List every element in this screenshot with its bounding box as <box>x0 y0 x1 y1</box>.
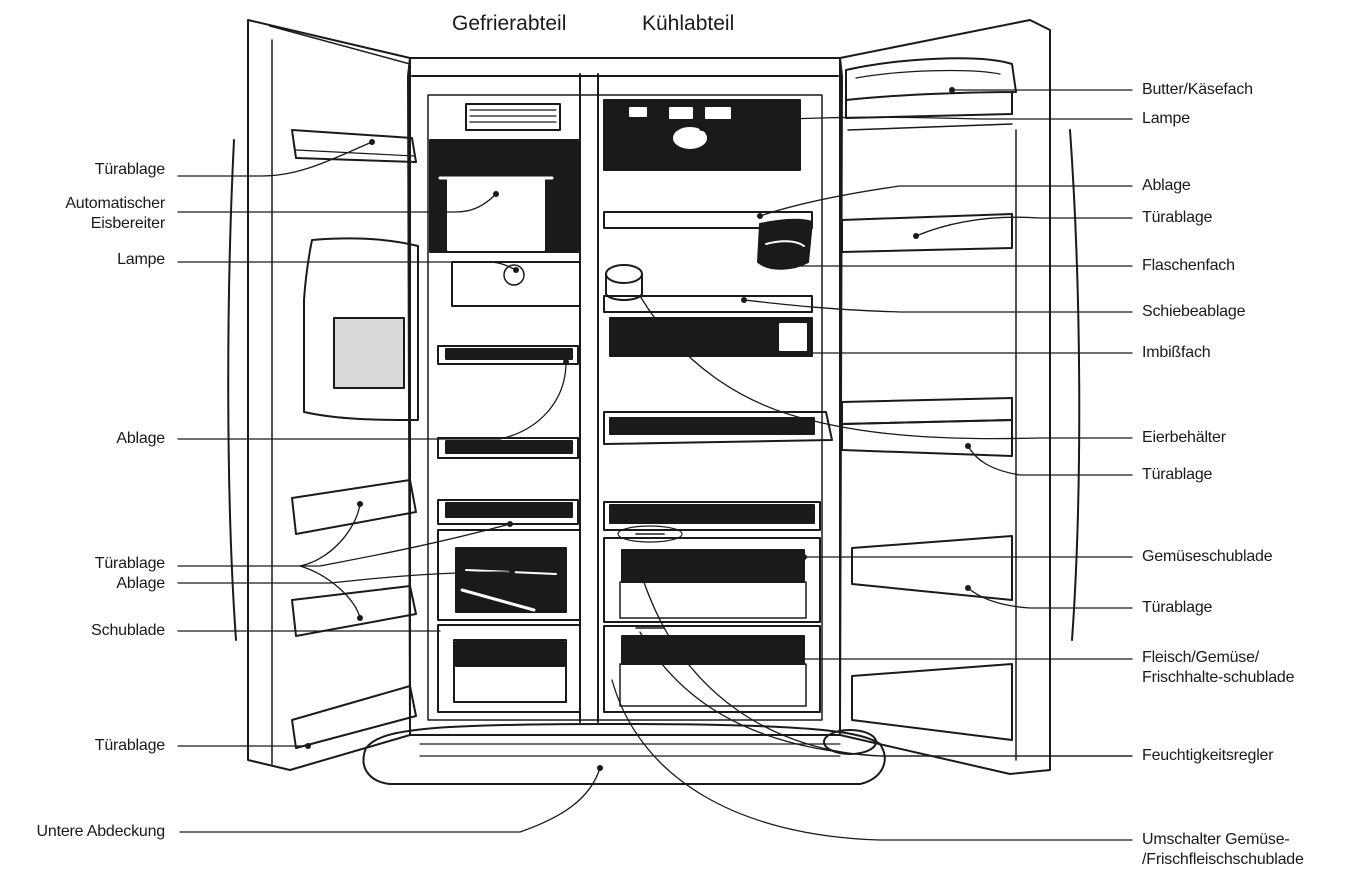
freezer-title: Gefrierabteil <box>452 12 567 35</box>
fridge-title: Kühlabteil <box>642 12 735 35</box>
leader-lines-right <box>611 89 1133 841</box>
freezer-interior <box>429 103 581 713</box>
label-tuerablage-2: Türablage <box>94 555 165 572</box>
label-butter-kaese: Butter/Käsefach <box>1142 81 1253 98</box>
label-fleisch-gemuese: Fleisch/Gemüse/ Frischhalte-schublade <box>1142 649 1295 686</box>
label-schublade: Schublade <box>91 622 165 639</box>
label-eisbereiter: Automatischer Eisbereiter <box>65 195 165 232</box>
label-tuerablage-3: Türablage <box>94 737 165 754</box>
label-lampe-left: Lampe <box>117 251 165 268</box>
label-tuerablage-r2: Türablage <box>1142 466 1213 483</box>
label-gemueseschublade: Gemüseschublade <box>1142 548 1273 565</box>
right-door <box>839 19 1081 775</box>
label-ablage-right: Ablage <box>1142 177 1191 194</box>
label-feuchtigkeitsregler: Feuchtigkeitsregler <box>1142 747 1274 764</box>
left-door <box>227 19 419 771</box>
label-umschalter: Umschalter Gemüse- /Frischfleischschubla… <box>1142 831 1304 868</box>
bottom-cover <box>362 723 886 785</box>
label-flaschenfach: Flaschenfach <box>1142 257 1235 274</box>
label-tuerablage-r1: Türablage <box>1142 209 1213 226</box>
label-tuerablage-r3: Türablage <box>1142 599 1213 616</box>
label-schiebeablage: Schiebeablage <box>1142 303 1246 320</box>
label-lampe-right: Lampe <box>1142 110 1190 127</box>
label-ablage-left-1: Ablage <box>116 430 165 447</box>
label-untere-abdeckung: Untere Abdeckung <box>36 823 166 840</box>
label-ablage-left-2: Ablage <box>116 575 165 592</box>
label-imbissfach: Imbißfach <box>1142 344 1211 361</box>
leader-lines-left <box>177 141 601 833</box>
label-tuerablage-1: Türablage <box>94 161 165 178</box>
pointer-dots <box>305 87 971 771</box>
label-eierbehaelter: Eierbehälter <box>1142 429 1226 446</box>
fridge-interior <box>603 99 833 713</box>
